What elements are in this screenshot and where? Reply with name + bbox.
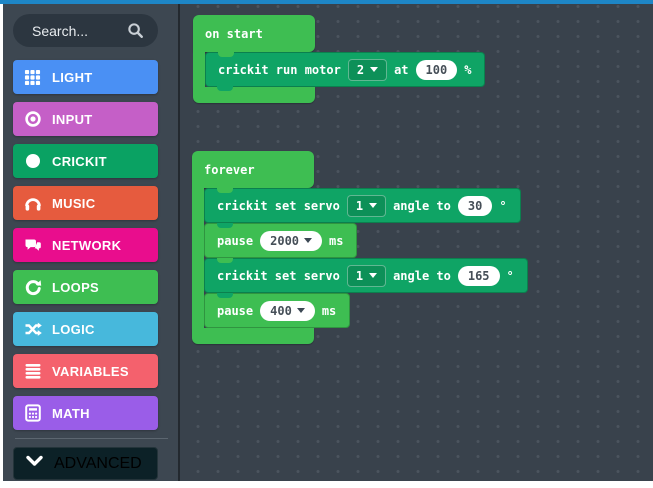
headphones-icon xyxy=(24,194,42,212)
top-accent-bar xyxy=(0,0,653,4)
grid-icon xyxy=(24,68,42,86)
forever-spine xyxy=(192,188,204,328)
advanced-toggle-button[interactable]: ADVANCED xyxy=(13,447,158,480)
motor-power-field[interactable]: 100 xyxy=(415,59,458,80)
sidebar-item-label: MUSIC xyxy=(52,195,96,211)
puzzle-notch xyxy=(217,188,233,193)
block-text: crickit run motor xyxy=(218,62,341,77)
dropdown-arrow-icon xyxy=(304,238,313,243)
forever-label: forever xyxy=(204,162,255,177)
puzzle-notch xyxy=(217,293,233,298)
motor-number-dropdown[interactable]: 2 xyxy=(347,58,388,81)
block-text: angle to xyxy=(393,268,451,283)
sidebar-item-label: CRICKIT xyxy=(52,153,107,169)
block-text: % xyxy=(464,62,472,77)
pause-duration-dropdown[interactable]: 400 xyxy=(260,300,315,321)
block-text: ms xyxy=(321,303,337,318)
sidebar-item-light[interactable]: LIGHT xyxy=(13,60,158,94)
sidebar-item-loops[interactable]: LOOPS xyxy=(13,270,158,304)
forever-footer xyxy=(192,328,314,344)
puzzle-tab xyxy=(217,86,233,91)
loop-arrow-icon xyxy=(24,278,42,296)
chat-bubbles-icon xyxy=(24,236,42,254)
block-text: ° xyxy=(506,268,514,283)
sidebar-item-math[interactable]: MATH xyxy=(13,396,158,430)
block-text: at xyxy=(394,62,409,77)
circle-dot-icon xyxy=(24,110,42,128)
dropdown-arrow-icon xyxy=(369,273,378,278)
sidebar-item-label: LIGHT xyxy=(52,69,93,85)
sidebar-item-label: NETWORK xyxy=(52,237,122,253)
on-start-block[interactable]: on start xyxy=(193,15,315,52)
chevron-down-icon xyxy=(25,454,45,473)
sidebar-item-label: LOOPS xyxy=(52,279,100,295)
dropdown-arrow-icon xyxy=(296,308,305,313)
advanced-label: ADVANCED xyxy=(54,454,142,472)
sidebar-item-label: INPUT xyxy=(52,111,93,127)
dropdown-arrow-icon xyxy=(369,203,378,208)
search-input[interactable] xyxy=(30,21,124,40)
block-text: crickit set servo xyxy=(217,268,340,283)
sidebar-item-network[interactable]: NETWORK xyxy=(13,228,158,262)
block-category-sidebar: LIGHT INPUT CRICKIT xyxy=(3,4,180,481)
servo-angle-field[interactable]: 165 xyxy=(457,265,500,286)
list-lines-icon xyxy=(24,362,42,380)
sidebar-item-logic[interactable]: LOGIC xyxy=(13,312,158,346)
search-box[interactable] xyxy=(13,14,158,47)
search-icon xyxy=(128,23,143,38)
shuffle-icon xyxy=(24,320,42,338)
on-start-footer xyxy=(193,86,315,103)
puzzle-notch xyxy=(218,52,234,57)
block-text: crickit set servo xyxy=(217,198,340,213)
on-start-label: on start xyxy=(205,26,263,41)
servo-number-dropdown[interactable]: 1 xyxy=(346,264,387,287)
on-start-spine xyxy=(193,52,205,87)
on-start-group: on start crickit run motor 2 at 100 xyxy=(193,15,486,103)
circle-icon xyxy=(24,152,42,170)
sidebar-item-label: MATH xyxy=(52,405,90,421)
block-text: pause xyxy=(217,303,254,318)
calculator-icon xyxy=(24,404,42,422)
forever-group: forever crickit set servo 1 angle to 30 xyxy=(192,151,528,344)
workspace-canvas[interactable]: on start crickit run motor 2 at 100 xyxy=(180,4,653,481)
pause-duration-dropdown[interactable]: 2000 xyxy=(260,230,323,251)
servo-number-dropdown[interactable]: 1 xyxy=(346,194,387,217)
forever-block[interactable]: forever xyxy=(192,151,314,188)
sidebar-item-variables[interactable]: VARIABLES xyxy=(13,354,158,388)
crickit-run-motor-block[interactable]: crickit run motor 2 at 100 % xyxy=(205,52,486,87)
block-text: ms xyxy=(329,233,344,248)
dropdown-arrow-icon xyxy=(370,67,379,72)
sidebar-item-crickit[interactable]: CRICKIT xyxy=(13,144,158,178)
block-text: pause xyxy=(217,233,254,248)
sidebar-item-music[interactable]: MUSIC xyxy=(13,186,158,220)
sidebar-divider xyxy=(15,438,168,439)
pause-block-2[interactable]: pause 400 ms xyxy=(204,293,351,328)
crickit-set-servo-block-2[interactable]: crickit set servo 1 angle to 165 ° xyxy=(204,258,528,293)
block-text: angle to xyxy=(393,198,451,213)
puzzle-notch xyxy=(217,223,233,228)
sidebar-item-input[interactable]: INPUT xyxy=(13,102,158,136)
block-text: ° xyxy=(499,198,507,213)
sidebar-item-label: LOGIC xyxy=(52,321,95,337)
servo-angle-field[interactable]: 30 xyxy=(457,195,493,216)
sidebar-item-label: VARIABLES xyxy=(52,363,129,379)
crickit-set-servo-block-1[interactable]: crickit set servo 1 angle to 30 ° xyxy=(204,188,521,223)
pause-block-1[interactable]: pause 2000 ms xyxy=(204,223,358,258)
puzzle-notch xyxy=(217,258,233,263)
